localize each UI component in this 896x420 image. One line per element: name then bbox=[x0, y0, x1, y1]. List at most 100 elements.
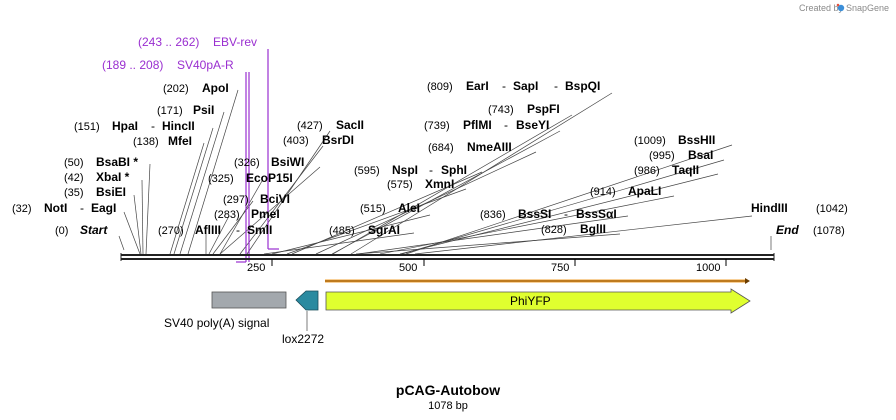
svg-text:-: - bbox=[151, 119, 155, 133]
site-name: SphI bbox=[441, 163, 467, 177]
site-name: XmnI bbox=[425, 177, 454, 191]
site-name: ApoI bbox=[202, 81, 229, 95]
leader-XbaI bbox=[141, 179, 144, 255]
site-name: HincII bbox=[162, 119, 195, 133]
leader-MfeI bbox=[169, 142, 205, 255]
site-name: BssSαI bbox=[576, 207, 617, 221]
site-pos: (575) bbox=[387, 179, 413, 191]
leader-PsiI bbox=[179, 111, 225, 255]
end-pos: (1078) bbox=[813, 225, 845, 237]
site-pos: (739) bbox=[424, 120, 450, 132]
site-name: NotI bbox=[44, 201, 67, 215]
site-name: BsrDI bbox=[322, 133, 354, 147]
tick-marks bbox=[271, 259, 727, 266]
site-name: BssSI bbox=[518, 207, 551, 221]
site-pos: (595) bbox=[354, 165, 380, 177]
site-name: PflMI bbox=[463, 118, 492, 132]
site-name: BciVI bbox=[260, 192, 290, 206]
leader-HpaI bbox=[173, 127, 214, 255]
site-pos: (828) bbox=[541, 224, 567, 236]
leader-BssHII bbox=[405, 144, 733, 255]
site-pos: (743) bbox=[488, 104, 514, 116]
feature-labels: SV40 poly(A) signal lox2272 PhiYFP bbox=[164, 294, 551, 346]
tick-1000-label: 1000 bbox=[696, 262, 720, 274]
site-name: MfeI bbox=[168, 134, 192, 148]
site-labels-right: (828) BglII (836) BssSI - BssSαI (914) A… bbox=[480, 133, 848, 236]
primer-labels: (243 .. 262) EBV-rev (189 .. 208) SV40pA… bbox=[102, 35, 257, 72]
site-pos: (297) bbox=[223, 194, 249, 206]
start-pos: (0) bbox=[55, 225, 68, 237]
leader-SacII bbox=[246, 130, 331, 255]
site-pos: (986) bbox=[634, 165, 660, 177]
site-name: SapI bbox=[513, 79, 538, 93]
site-pos: (32) bbox=[12, 203, 32, 215]
site-pos: (326) bbox=[234, 157, 260, 169]
lox2272-label: lox2272 bbox=[282, 332, 324, 346]
site-pos: (270) bbox=[158, 225, 184, 237]
site-labels-left: (32) NotI - EagI (35) BsiEI (42) XbaI * … bbox=[12, 81, 304, 237]
site-name: BsaI bbox=[688, 148, 713, 162]
site-pos: (202) bbox=[163, 83, 189, 95]
site-pos: (427) bbox=[297, 120, 323, 132]
leader-BglII bbox=[355, 233, 621, 255]
svg-text:-: - bbox=[504, 118, 508, 132]
site-name: BsiEI bbox=[96, 185, 126, 199]
svg-text:-: - bbox=[554, 79, 558, 93]
site-name: PsiI bbox=[193, 103, 214, 117]
site-pos: (1042) bbox=[816, 203, 848, 215]
site-name: EagI bbox=[91, 201, 116, 215]
site-pos: (515) bbox=[360, 203, 386, 215]
site-pos: (485) bbox=[329, 225, 355, 237]
svg-text:-: - bbox=[502, 79, 506, 93]
site-name: BglII bbox=[580, 222, 606, 236]
svg-text:-: - bbox=[429, 163, 433, 177]
phiyfp-label: PhiYFP bbox=[510, 294, 551, 308]
site-pos: (684) bbox=[428, 142, 454, 154]
site-name: AflIII bbox=[195, 223, 221, 237]
tick-labels: 250 500 750 1000 bbox=[247, 262, 720, 274]
site-pos: (171) bbox=[157, 105, 183, 117]
map-title: pCAG-Autobow 1078 bp bbox=[396, 382, 500, 412]
site-pos: (1009) bbox=[634, 135, 666, 147]
leader-BsrDI bbox=[239, 145, 324, 255]
site-name: XbaI * bbox=[96, 170, 130, 184]
site-labels-middle: (403) BsrDI (427) SacII (485) SgrAI (515… bbox=[283, 79, 600, 237]
site-name: BsiWI bbox=[271, 155, 304, 169]
lox2272-feature[interactable] bbox=[295, 290, 319, 311]
leader-BsiWI bbox=[219, 166, 321, 255]
phiyfp-feature[interactable] bbox=[325, 288, 751, 314]
site-name: PspFI bbox=[527, 102, 560, 116]
site-name: HindIII bbox=[751, 201, 788, 215]
leader-BsaI bbox=[401, 159, 725, 255]
site-name: ApaLI bbox=[628, 184, 661, 198]
tick-500-label: 500 bbox=[399, 262, 417, 274]
snapgene-logo-icon bbox=[836, 3, 845, 12]
site-name: PmeI bbox=[251, 207, 280, 221]
site-pos: (995) bbox=[649, 150, 675, 162]
leader-BssSI bbox=[357, 215, 629, 255]
primer-marks bbox=[236, 49, 279, 263]
plasmid-name: pCAG-Autobow bbox=[396, 382, 500, 398]
site-name: BsaBI * bbox=[96, 155, 138, 169]
leader-PspFI bbox=[332, 114, 573, 255]
site-name: SgrAI bbox=[368, 223, 400, 237]
sv40-polya-feature[interactable] bbox=[211, 291, 287, 309]
site-pos: (138) bbox=[133, 136, 159, 148]
site-name: SmlI bbox=[247, 223, 272, 237]
dna-backbone bbox=[120, 253, 775, 266]
svg-text:-: - bbox=[80, 201, 84, 215]
leader-PmeI bbox=[208, 215, 230, 255]
leader-BsiEI bbox=[133, 194, 142, 255]
site-name: TaqII bbox=[672, 163, 699, 177]
leader-ApoI bbox=[187, 89, 239, 255]
credit-text: Created by bbox=[799, 3, 844, 13]
plasmid-length: 1078 bp bbox=[428, 400, 468, 412]
site-pos: (42) bbox=[64, 172, 84, 184]
tick-250-label: 250 bbox=[247, 262, 265, 274]
leader-ApaLI bbox=[379, 195, 675, 255]
site-pos: (283) bbox=[214, 209, 240, 221]
end-label: End bbox=[776, 223, 799, 237]
site-name: BspQI bbox=[565, 79, 600, 93]
leader-BsaBI bbox=[145, 163, 151, 255]
